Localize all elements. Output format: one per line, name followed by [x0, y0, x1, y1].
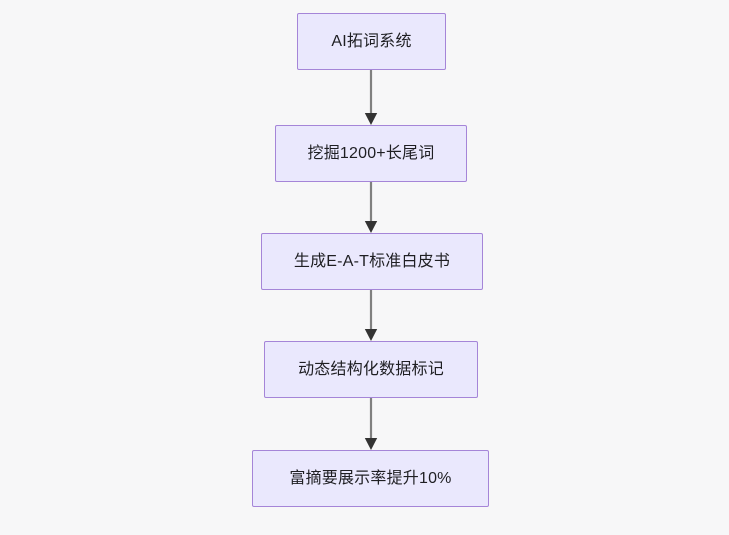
node-label: 富摘要展示率提升10% [289, 469, 452, 487]
flowchart-node-rich-snippet-rate-increase[interactable]: 富摘要展示率提升10% [252, 450, 489, 507]
edge-node2-to-node3 [360, 182, 382, 234]
node-label: 挖掘1200+长尾词 [307, 144, 435, 162]
flowchart-node-dynamic-structured-data-markup[interactable]: 动态结构化数据标记 [264, 341, 478, 398]
edge-node4-to-node5 [360, 398, 382, 451]
edge-node1-to-node2 [360, 70, 382, 126]
flowchart-node-generate-eat-whitepaper[interactable]: 生成E-A-T标准白皮书 [261, 233, 483, 290]
node-label: 动态结构化数据标记 [298, 360, 444, 378]
node-label: 生成E-A-T标准白皮书 [293, 252, 451, 270]
edge-node3-to-node4 [360, 290, 382, 342]
node-label: AI拓词系统 [331, 32, 412, 50]
flowchart-node-ai-keyword-system[interactable]: AI拓词系统 [297, 13, 446, 70]
flowchart-node-mine-longtail-keywords[interactable]: 挖掘1200+长尾词 [275, 125, 467, 182]
